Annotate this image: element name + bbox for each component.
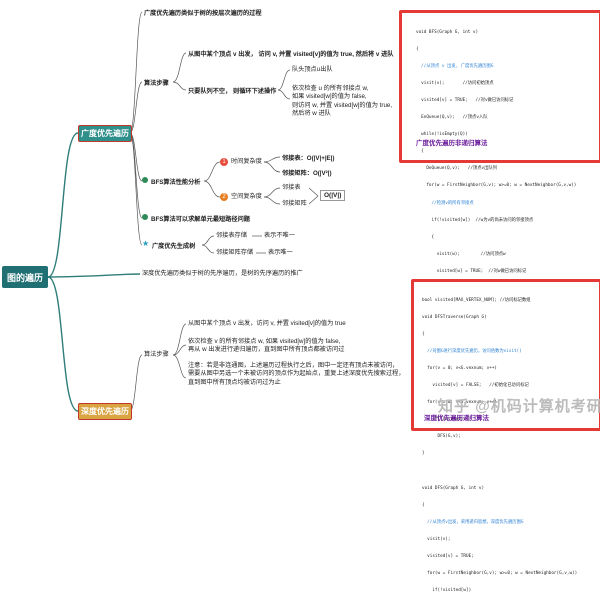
bfs-step2-line: 依次检查 u 的所有邻接点 w, [292, 85, 369, 92]
code-line: { [416, 149, 424, 155]
code-line: visit(v); [422, 536, 451, 542]
bfs-perf-icon [142, 177, 148, 183]
code-line: { [422, 502, 425, 508]
bfs-tree-label: 广度优先生成树 [152, 243, 196, 250]
dfs-code-block: bool visited[MAX_VERTEX_NUM]; //访问标记数组 v… [422, 287, 599, 605]
code-line: visited[v] = TRUE; //对v做已访问标记 [416, 98, 514, 104]
bfs-step2-line: 则访问 w, 并置 visited[w]的值为 true, [292, 101, 393, 109]
space-complexity-value: O(|V|) [320, 190, 346, 201]
time-adj-list: 邻接表：O(|V|+|E|) [282, 153, 334, 162]
code-line: for(v = 0; v<G.vexnum; v++) [422, 400, 498, 406]
bfs-step2-line: 如果 visited[w]的值为 false, [292, 93, 367, 101]
bfs-shortest-path: BFS算法可以求解单元最短路径问题 [151, 216, 250, 223]
space-complexity-label: 空间复杂度 [231, 193, 262, 200]
code-line: bool visited[MAX_VERTEX_NUM]; //访问标记数组 [422, 298, 531, 304]
time-complexity-label: 时间复杂度 [231, 158, 262, 165]
dfs-desc: 深度优先遍历类似于树的先序遍历，是树的先序遍历的推广 [142, 270, 303, 277]
bfs-code-caption: 广度优先遍历非递归算法 [416, 140, 488, 147]
tree-adj-matrix-note: 表示唯一 [268, 249, 293, 256]
time-adj-matrix: 邻接矩阵：O(|V²|) [282, 168, 332, 177]
code-line: while(!isEmpty(Q)) [416, 132, 468, 138]
code-line: visit(v); //访问初始顶点 [416, 81, 494, 87]
code-line: //从顶点v出发，采用递归思想，深度优先遍历图G [422, 519, 524, 525]
bfs-step2-check: 依次检查 u 的所有邻接点 w, 如果 visited[w]的值为 false,… [292, 85, 392, 118]
code-line: visited[v] = TRUE; [422, 553, 474, 559]
code-line: if(!visited[v]) [422, 417, 472, 423]
dfs-step2: 依次检查 v 的所有邻接点 w, 如果 visited[w]的值为 false,… [188, 338, 344, 355]
code-line: { [416, 234, 435, 240]
code-line: void BFS(Graph G, int v) [416, 30, 479, 36]
code-line: void DFS(Graph G, int v) [422, 485, 485, 491]
space-adj-list: 邻接表 [282, 184, 301, 191]
bfs-desc: 广度优先遍历类似于树的按层次遍历的过程 [144, 10, 262, 17]
bfs-node: 广度优先遍历 [78, 125, 132, 142]
code-line: for(v = 0; v<G.vexnum; v++) [422, 366, 498, 372]
adj-matrix-value: O(|V²|) [312, 170, 332, 177]
code-line: //检测v的所有邻接点 [416, 200, 474, 206]
bfs-code-block: void BFS(Graph G, int v) { //从顶点 v 出发, 广… [416, 19, 599, 354]
bfs-step2-line: 然后将 w 进队 [292, 110, 331, 118]
check-icon [142, 214, 148, 220]
space-number-badge: 2 [220, 193, 228, 201]
code-line: DeQueue(Q,v); //顶点v出队列 [416, 166, 497, 172]
code-line: for(w = FirstNeighbor(G,v); w>=0; w = Ne… [416, 183, 577, 189]
code-line: for(w = FirstNeighbor(G,v); w>=0; w = Ne… [422, 570, 578, 576]
root-node: 图的遍历 [2, 266, 48, 288]
code-line: visited[w] = TRUE; //对w做已访问标记 [416, 268, 527, 274]
dfs-note: 注意：若是非连通图，上述遍历过程执行之后，图中一定还有顶点未被访问， 需要从图中… [188, 362, 405, 387]
link-root-bfs [47, 132, 79, 278]
code-line: { [422, 332, 425, 338]
bfs-step2: 只要队列不空， 则循环下述操作 [188, 88, 277, 95]
adj-matrix-label: 邻接矩阵： [282, 170, 313, 177]
code-line: { [416, 47, 419, 53]
code-line: visited[v] = FALSE; //初始化已访问标记 [422, 383, 529, 389]
link-root-dfs [47, 276, 79, 412]
dfs-step1: 从图中某个顶点 v 出发，访问 v, 并置 visited[v]的值为 true [188, 320, 346, 327]
dfs-note-line: 直到图中所有顶点均被访问过为止 [188, 378, 281, 386]
bfs-step2-dequeue: 队头顶点u出队 [292, 66, 333, 73]
code-line: visit(w); //访问顶点w [416, 251, 506, 257]
code-line: if(!visited[w]) [422, 587, 472, 593]
code-line [422, 469, 599, 475]
watermark: 知乎 @机码计算机考研 [438, 398, 600, 415]
dfs-node: 深度优先遍历 [78, 403, 132, 420]
link-root-dfs-desc [47, 273, 141, 278]
code-line: //从顶点 v 出发, 广度优先遍历图G [416, 64, 494, 70]
tree-adj-list: 邻接表存储 [216, 232, 247, 239]
adj-list-label: 邻接表： [282, 155, 307, 162]
dfs-code-caption: 深度优先遍历递归算法 [424, 415, 489, 422]
tree-adj-list-note: 表示不唯一 [264, 232, 295, 239]
dfs-step2-line: 再从 w 出发进行递归遍历，直到图中所有顶点都被访问过 [188, 346, 345, 354]
code-line: EnQueue(Q,v); //顶点v入队 [416, 115, 488, 121]
bfs-step1: 从图中某个顶点 v 出发， 访问 v, 并置 visited[v]的值为 tru… [188, 51, 394, 58]
bfs-code-panel: void BFS(Graph G, int v) { //从顶点 v 出发, 广… [399, 10, 600, 342]
code-line: if(!visited[w]) //w为v的尚未访问的邻接顶点 [416, 217, 534, 223]
code-line: DFS(G,v); [422, 434, 461, 440]
dfs-step2-line: 依次检查 v 的所有邻接点 w, 如果 visited[w]的值为 false, [188, 338, 341, 345]
dfs-steps-label: 算法步骤 [144, 351, 169, 358]
space-adj-matrix: 邻接矩阵 [282, 200, 307, 207]
time-number-badge: 1 [220, 158, 228, 166]
bfs-perf-label: BFS算法性能分析 [151, 179, 201, 186]
star-icon: ★ [142, 239, 150, 248]
dfs-note-line: 需要从图中另选一个未被访问的顶点作为起始点，重复上述深度优先搜索过程， [188, 370, 405, 378]
code-line: void DFSTraverse(Graph G) [422, 315, 487, 321]
dfs-note-line: 注意：若是非连通图，上述遍历过程执行之后，图中一定还有顶点未被访问， [188, 362, 399, 369]
bfs-steps-label: 算法步骤 [144, 80, 169, 87]
code-line: //对图G进行深度优先遍历，访问函数为visit() [422, 349, 522, 355]
tree-adj-matrix: 邻接矩阵存储 [216, 249, 254, 256]
code-line: } [422, 451, 425, 457]
adj-list-value: O(|V|+|E|) [306, 155, 335, 162]
